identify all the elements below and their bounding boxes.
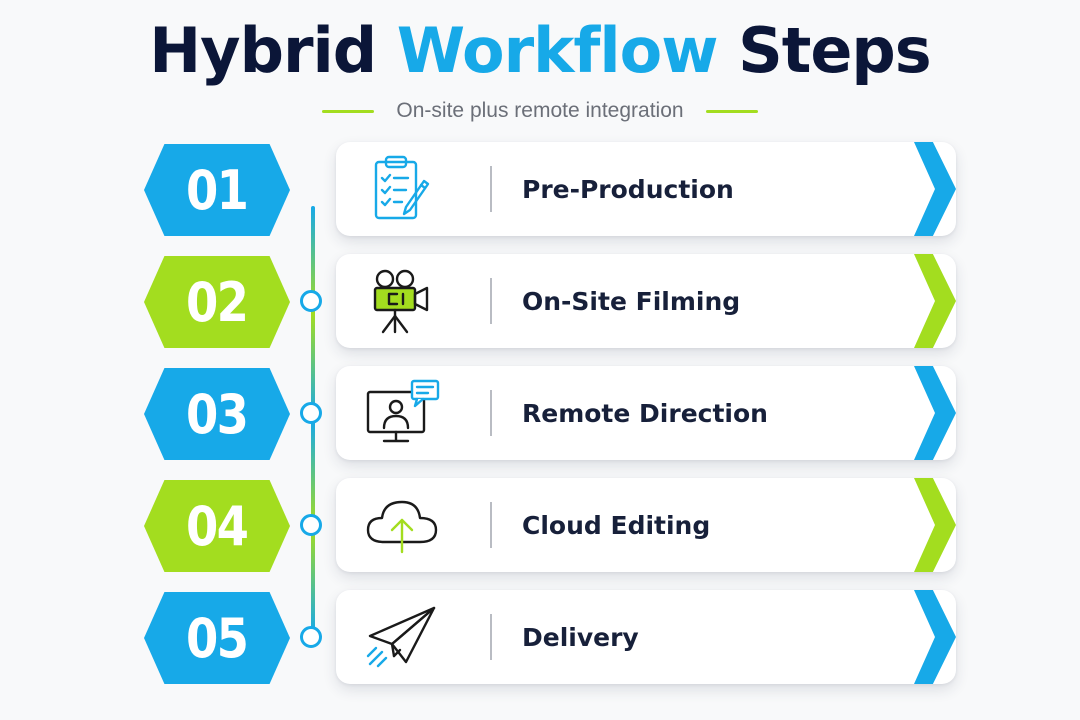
subtitle: On-site plus remote integration <box>396 99 684 122</box>
step-label: Remote Direction <box>522 398 768 428</box>
step-label: Cloud Editing <box>522 510 711 540</box>
step-number-badge: 05 <box>144 592 290 684</box>
chevron-right-icon <box>914 366 956 460</box>
step-card[interactable]: Cloud Editing <box>336 478 956 572</box>
step-number: 02 <box>186 270 249 334</box>
step-3: 03 Remote Direction <box>0 364 1080 464</box>
step-label: On-Site Filming <box>522 286 741 316</box>
page-title: Hybrid Workflow Steps <box>0 14 1080 87</box>
step-card[interactable]: On-Site Filming <box>336 254 956 348</box>
title-word-1: Hybrid <box>149 14 377 87</box>
card-divider <box>490 614 492 660</box>
subtitle-row: On-site plus remote integration <box>0 96 1080 126</box>
monitor-chat-icon <box>362 378 442 448</box>
film-camera-icon <box>362 266 442 336</box>
card-divider <box>490 502 492 548</box>
step-number: 05 <box>186 606 249 670</box>
step-card[interactable]: Delivery <box>336 590 956 684</box>
step-number-badge: 02 <box>144 256 290 348</box>
step-label: Pre-Production <box>522 174 734 204</box>
chevron-right-icon <box>914 142 956 236</box>
chevron-right-icon <box>914 254 956 348</box>
timeline-node <box>300 290 322 312</box>
step-number-badge: 01 <box>144 144 290 236</box>
cloud-upload-icon <box>362 490 442 560</box>
step-4: 04 Cloud Editing <box>0 476 1080 576</box>
step-number: 01 <box>186 158 249 222</box>
step-card[interactable]: Remote Direction <box>336 366 956 460</box>
title-word-3: Steps <box>738 14 932 87</box>
chevron-right-icon <box>914 478 956 572</box>
timeline-node <box>300 626 322 648</box>
subtitle-line-right <box>705 109 758 113</box>
timeline-node <box>300 402 322 424</box>
timeline-node <box>300 514 322 536</box>
card-divider <box>490 166 492 212</box>
step-number: 04 <box>186 494 249 558</box>
step-1: 01 Pre-Production <box>0 140 1080 240</box>
chevron-right-icon <box>914 590 956 684</box>
step-label: Delivery <box>522 622 639 652</box>
step-number-badge: 04 <box>144 480 290 572</box>
card-divider <box>490 390 492 436</box>
subtitle-line-left <box>322 109 375 113</box>
step-5: 05 Delivery <box>0 588 1080 688</box>
card-divider <box>490 278 492 324</box>
clipboard-checklist-icon <box>362 154 442 224</box>
title-word-2: Workflow <box>396 14 719 87</box>
paper-plane-icon <box>362 602 442 672</box>
step-card[interactable]: Pre-Production <box>336 142 956 236</box>
step-number: 03 <box>186 382 249 446</box>
step-2: 02 On-Site Filming <box>0 252 1080 352</box>
step-number-badge: 03 <box>144 368 290 460</box>
